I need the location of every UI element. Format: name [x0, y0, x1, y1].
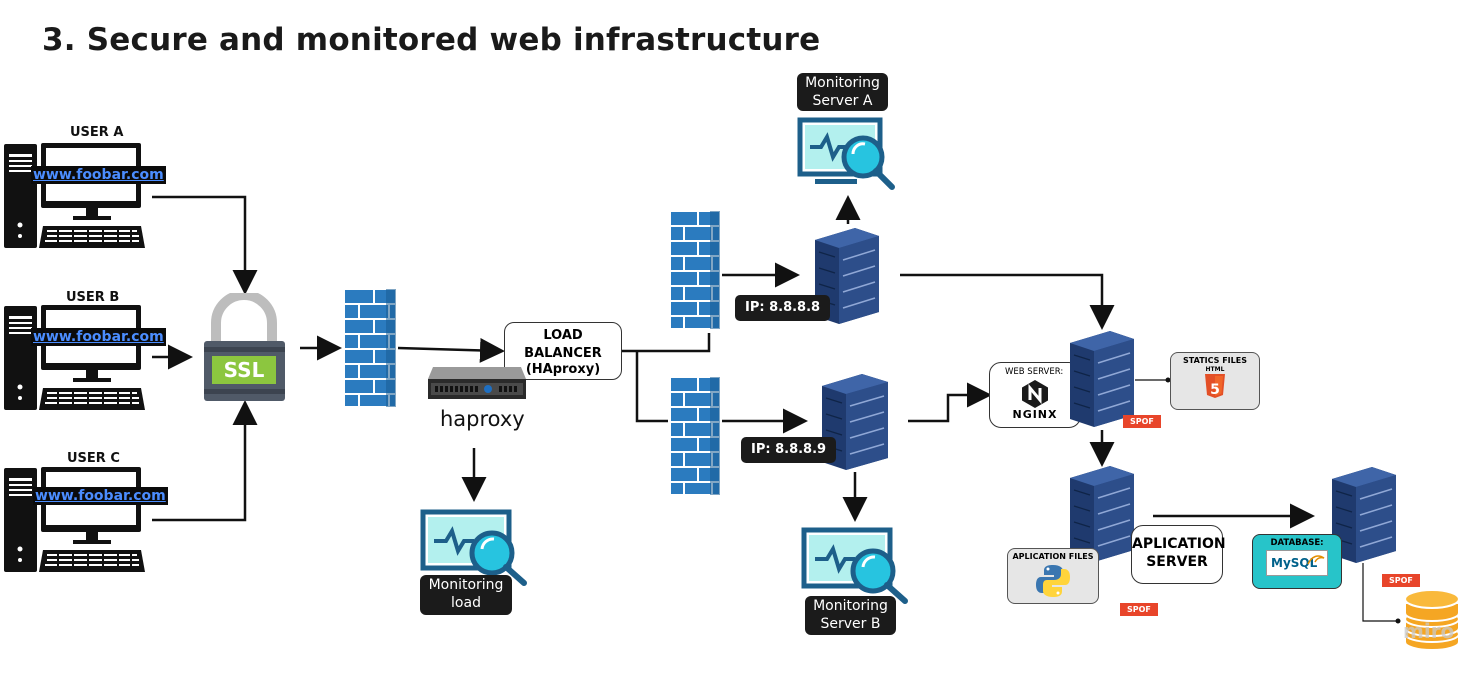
html5-badge: 5	[1210, 382, 1220, 398]
database-storage-icon	[1403, 588, 1461, 652]
user-c-label: USER C	[67, 451, 120, 466]
monitoring-load-icon	[420, 509, 530, 589]
arrow-user-c-ssl	[152, 400, 258, 522]
haproxy-appliance-icon	[427, 365, 527, 401]
server-b-ip: IP: 8.8.8.9	[741, 437, 837, 463]
arrow-user-a-ssl	[152, 195, 258, 295]
miro-watermark: miro	[1403, 619, 1455, 643]
app-server-box: APLICATION SERVER	[1131, 525, 1226, 584]
user-a-url-link[interactable]: www.foobar.com	[31, 166, 166, 184]
spof-badge-app: SPOF	[1120, 603, 1158, 616]
line-lb-fw-b	[635, 351, 668, 423]
database-box: DATABASE: MySQL	[1252, 534, 1342, 589]
server-a-icon	[813, 226, 881, 326]
computer-user-a	[3, 142, 148, 250]
db-server-rack-icon	[1330, 465, 1398, 565]
monitoring-server-a-icon	[797, 117, 897, 193]
statics-files-label: STATICS FILES	[1183, 356, 1247, 365]
user-b-label: USER B	[66, 290, 120, 305]
arrow-server-a-web	[900, 273, 1115, 330]
user-a-label: USER A	[70, 125, 124, 140]
firewall-icon	[342, 287, 398, 409]
monitoring-load-label: Monitoring load	[420, 575, 512, 615]
lb-line1: LOAD	[543, 328, 583, 343]
user-c-url-link[interactable]: www.foobar.com	[33, 487, 168, 505]
app-files-box: APLICATION FILES	[1007, 548, 1099, 604]
spof-badge-web: SPOF	[1123, 415, 1161, 428]
database-label: DATABASE:	[1270, 538, 1324, 548]
dolphin-icon	[1307, 555, 1325, 565]
app-files-label: APLICATION FILES	[1012, 552, 1094, 561]
monitoring-server-b-icon	[801, 527, 911, 607]
monitoring-server-a-label: Monitoring Server A	[797, 73, 888, 111]
html-logo-text: HTML	[1205, 366, 1225, 373]
server-a-ip: IP: 8.8.8.8	[735, 295, 831, 321]
mysql-logo: MySQL	[1266, 550, 1328, 576]
computer-user-c	[3, 466, 148, 574]
lb-line3: (HAproxy)	[525, 362, 601, 377]
app-server-line1: APLICATION	[1132, 536, 1226, 552]
web-server-label: WEB SERVER:	[1005, 367, 1064, 377]
ssl-lock-icon	[203, 290, 286, 403]
computer-icon	[4, 305, 145, 410]
firewall-b-icon	[668, 375, 722, 497]
server-b-icon	[820, 372, 890, 472]
haproxy-label: haproxy	[440, 407, 525, 431]
web-server-box: WEB SERVER: NGINX	[989, 362, 1081, 428]
nginx-logo-icon	[1022, 380, 1048, 408]
page-title: 3. Secure and monitored web infrastructu…	[42, 22, 821, 58]
statics-files-box: STATICS FILES HTML 5	[1170, 352, 1260, 410]
arrow-firewall-lb	[397, 337, 505, 363]
line-db-storage	[1362, 563, 1398, 622]
ssl-text: SSL	[223, 358, 265, 382]
monitoring-server-b-label: Monitoring Server B	[805, 596, 896, 635]
load-balancer-box: LOAD BALANCER (HAproxy)	[504, 322, 622, 380]
computer-icon	[4, 143, 145, 248]
mysql-logo-text: MySQL	[1271, 556, 1318, 570]
computer-icon	[4, 467, 145, 572]
html5-logo-icon	[1205, 374, 1225, 398]
arrow-server-b-nginx	[908, 382, 992, 423]
app-server-line2: SERVER	[1146, 554, 1208, 570]
app-server-rack-icon	[1068, 464, 1136, 564]
python-logo-icon	[1036, 565, 1070, 597]
lb-line2: BALANCER	[524, 346, 602, 361]
firewall-a-icon	[668, 209, 722, 331]
computer-user-b	[3, 304, 148, 412]
line-lb-fw-a	[622, 333, 711, 353]
nginx-logo-text: NGINX	[1012, 408, 1058, 421]
user-b-url-link[interactable]: www.foobar.com	[31, 328, 166, 346]
web-server-rack-icon	[1068, 329, 1136, 429]
spof-badge-db: SPOF	[1382, 574, 1420, 587]
